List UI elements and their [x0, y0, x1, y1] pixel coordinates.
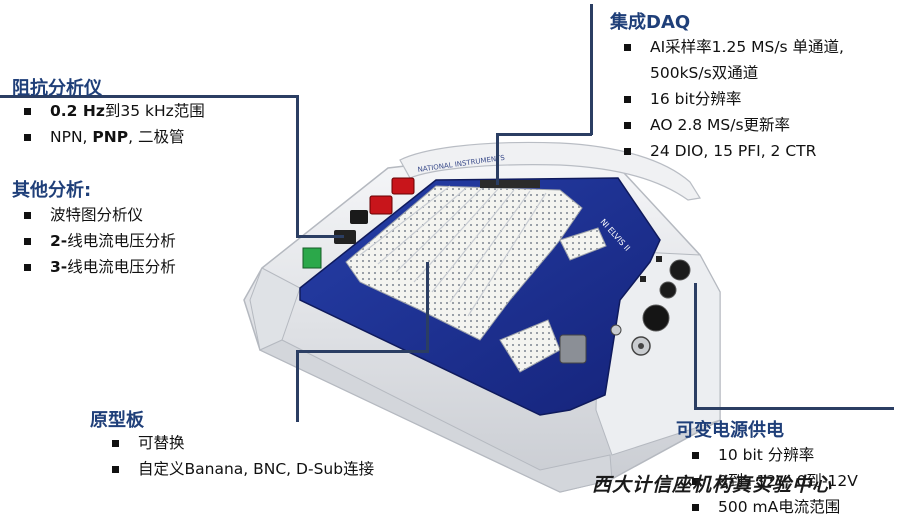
square-bullet-icon	[24, 134, 31, 141]
list-item: 可替换	[110, 430, 374, 456]
callout-line-impedance	[0, 95, 298, 98]
other-analysis-list: 波特图分析仪 2-线电流电压分析 3-线电流电压分析	[22, 202, 176, 280]
square-bullet-icon	[24, 264, 31, 271]
list-item: 10 bit 分辨率	[690, 442, 858, 468]
banana-jack-red	[369, 195, 393, 215]
callout-line-power	[694, 407, 894, 410]
callout-line-power	[694, 283, 697, 409]
terminal-block-green	[302, 247, 322, 269]
list-item: AO 2.8 MS/s更新率	[622, 112, 844, 138]
device-rear-handle	[399, 141, 701, 201]
knob	[659, 281, 677, 299]
callout-line-proto	[296, 352, 299, 422]
power-supply-title: 可变电源供电	[676, 420, 784, 441]
control-panel	[595, 249, 721, 456]
list-item: 0.2 Hz到35 kHz范围	[22, 98, 205, 124]
knob	[642, 304, 670, 332]
square-bullet-icon	[624, 148, 631, 155]
proto-board-list: 可替换 自定义Banana, BNC, D-Sub连接	[110, 430, 374, 482]
callout-line-impedance	[296, 95, 299, 237]
impedance-feature-list: 0.2 Hz到35 kHz范围 NPN, PNP, 二极管	[22, 98, 205, 150]
square-bullet-icon	[624, 96, 631, 103]
list-item: 0到+12V, 0到-12V	[690, 468, 858, 494]
list-item: AI采样率1.25 MS/s 单通道,	[622, 34, 844, 60]
callout-line-proto	[426, 262, 429, 353]
square-bullet-icon	[624, 44, 631, 51]
power-supply-list: 10 bit 分辨率 0到+12V, 0到-12V 500 mA电流范围	[690, 442, 858, 520]
callout-line-impedance	[296, 235, 344, 238]
impedance-title: 阻抗分析仪	[12, 78, 102, 99]
list-item: 自定义Banana, BNC, D-Sub连接	[110, 456, 374, 482]
square-bullet-icon	[692, 452, 699, 459]
square-bullet-icon	[112, 466, 119, 473]
callout-line-daq	[590, 4, 593, 135]
square-bullet-icon	[692, 478, 699, 485]
list-item: 24 DIO, 15 PFI, 2 CTR	[622, 138, 844, 164]
list-item: 3-线电流电压分析	[22, 254, 176, 280]
daq-feature-list: AI采样率1.25 MS/s 单通道, 500kS/s双通道 16 bit分辨率…	[622, 34, 844, 164]
square-bullet-icon	[24, 108, 31, 115]
list-item: 500kS/s双通道	[650, 64, 759, 82]
callout-line-daq	[496, 133, 592, 136]
callout-line-proto	[296, 350, 428, 353]
square-bullet-icon	[624, 122, 631, 129]
bnc-connector	[610, 324, 622, 336]
banana-jack-red	[391, 177, 415, 195]
daq-title: 集成DAQ	[610, 12, 691, 33]
watermark-text: 西大计信座机构真实验中心	[592, 474, 833, 496]
other-analysis-title: 其他分析:	[12, 180, 92, 201]
square-bullet-icon	[24, 212, 31, 219]
square-bullet-icon	[112, 440, 119, 447]
proto-board-title: 原型板	[90, 410, 144, 431]
breadboard-area	[345, 185, 583, 341]
square-bullet-icon	[692, 504, 699, 511]
list-item: NPN, PNP, 二极管	[22, 124, 205, 150]
knob	[669, 259, 691, 281]
list-item: 16 bit分辨率	[622, 86, 844, 112]
list-item: 波特图分析仪	[22, 202, 176, 228]
dsub-connector	[559, 334, 587, 364]
square-bullet-icon	[24, 238, 31, 245]
list-item: 500 mA电流范围	[690, 494, 858, 520]
callout-line-daq	[496, 133, 499, 185]
list-item: 2-线电流电压分析	[22, 228, 176, 254]
